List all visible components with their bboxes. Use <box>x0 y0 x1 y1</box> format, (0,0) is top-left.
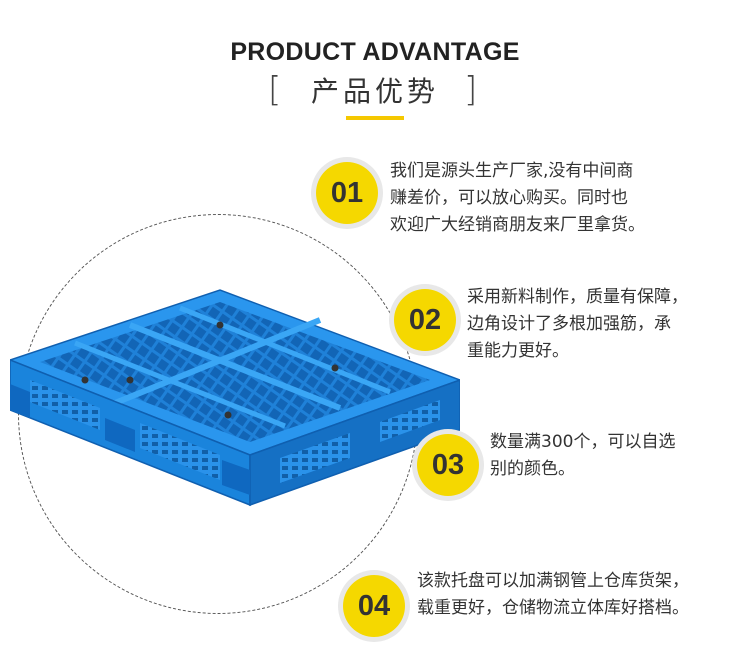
feature-04-line-2: 载重更好，仓储物流立体库好搭档。 <box>417 598 689 618</box>
feature-badge-01: 01 <box>316 162 378 224</box>
title-underline <box>346 116 404 120</box>
feature-02-line-1: 采用新料制作，质量有保障， <box>467 287 688 307</box>
title-english: PRODUCT ADVANTAGE <box>230 38 520 66</box>
feature-01-line-1: 我们是源头生产厂家,没有中间商 <box>390 161 634 181</box>
feature-badge-02: 02 <box>394 289 456 351</box>
feature-text-01: 我们是源头生产厂家,没有中间商 赚差价，可以放心购买。同时也 欢迎广大经销商朋友… <box>390 158 645 239</box>
feature-02-line-3: 重能力更好。 <box>467 341 569 361</box>
feature-01-line-3: 欢迎广大经销商朋友来厂里拿货。 <box>390 215 645 235</box>
feature-04-line-1: 该款托盘可以加满钢管上仓库货架， <box>417 571 689 591</box>
feature-03-line-1: 数量满300个，可以自选 <box>490 432 676 452</box>
feature-03-line-2: 别的颜色。 <box>490 459 575 479</box>
feature-badge-03: 03 <box>417 434 479 496</box>
bracket-right: ] <box>464 70 478 110</box>
feature-text-02: 采用新料制作，质量有保障， 边角设计了多根加强筋，承 重能力更好。 <box>467 284 688 365</box>
feature-text-03: 数量满300个，可以自选 别的颜色。 <box>490 429 675 483</box>
title-chinese: 产品优势 <box>310 75 439 108</box>
feature-01-line-2: 赚差价，可以放心购买。同时也 <box>390 188 628 208</box>
feature-02-line-2: 边角设计了多根加强筋，承 <box>467 314 671 334</box>
bracket-left: [ <box>268 70 282 110</box>
feature-text-04: 该款托盘可以加满钢管上仓库货架， 载重更好，仓储物流立体库好搭档。 <box>417 568 689 622</box>
plastic-pallet-image <box>10 289 460 507</box>
feature-badge-04: 04 <box>343 575 405 637</box>
